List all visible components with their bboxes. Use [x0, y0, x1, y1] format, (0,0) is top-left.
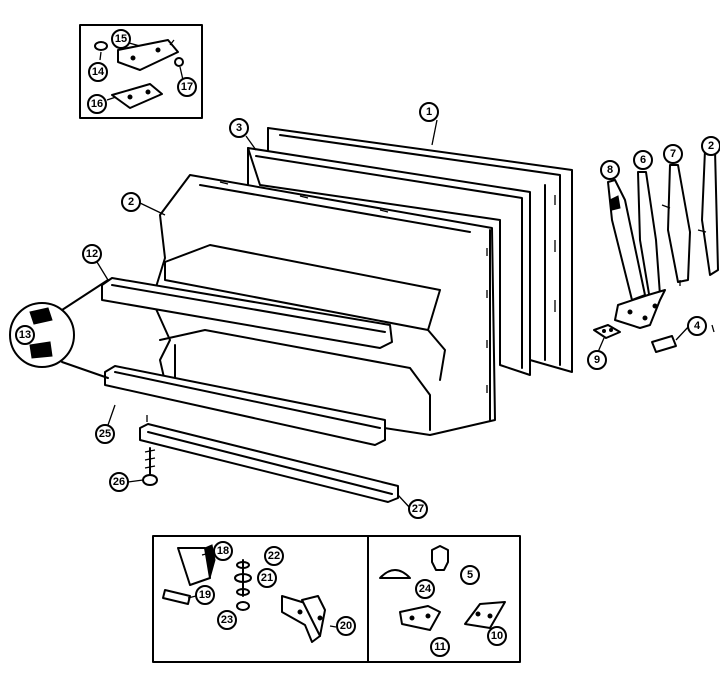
svg-text:11: 11	[434, 641, 446, 653]
door-gasket-frame	[247, 147, 531, 376]
callout-15: 15	[111, 29, 131, 49]
hardware-inset-left	[152, 535, 369, 663]
callout-23: 23	[217, 610, 237, 630]
callout-25: 25	[95, 424, 115, 444]
svg-text:20: 20	[340, 620, 352, 632]
svg-text:8: 8	[607, 164, 613, 176]
hinge-parts-inset	[79, 24, 203, 119]
svg-text:9: 9	[594, 354, 600, 366]
svg-text:17: 17	[181, 81, 193, 93]
callout-2: 2	[121, 192, 141, 212]
svg-text:15: 15	[115, 33, 127, 45]
callout-2-right: 2	[701, 136, 720, 156]
callout-21: 21	[257, 568, 277, 588]
callout-leaders	[96, 119, 691, 509]
svg-text:25: 25	[99, 428, 111, 440]
svg-text:23: 23	[221, 614, 233, 626]
callout-1: 1	[419, 102, 439, 122]
callout-12: 12	[82, 244, 102, 264]
callout-16: 16	[87, 94, 107, 114]
callout-20: 20	[336, 616, 356, 636]
callout-26: 26	[109, 472, 129, 492]
callout-11: 11	[430, 637, 450, 657]
svg-text:26: 26	[113, 476, 125, 488]
svg-text:19: 19	[199, 589, 211, 601]
svg-text:3: 3	[236, 122, 242, 134]
svg-text:13: 13	[19, 329, 31, 341]
svg-text:2: 2	[708, 140, 714, 152]
callout-18: 18	[213, 541, 233, 561]
callout-4: 4	[687, 316, 707, 336]
callout-13: 13	[15, 325, 35, 345]
callout-3: 3	[229, 118, 249, 138]
svg-text:5: 5	[467, 569, 473, 581]
callout-8: 8	[600, 160, 620, 180]
svg-text:12: 12	[86, 248, 98, 260]
shelf-retainer-bar-upper	[101, 277, 393, 349]
callout-10: 10	[487, 626, 507, 646]
callout-7: 7	[663, 144, 683, 164]
screw	[142, 447, 158, 486]
shelf-retainer-bar-lower	[104, 365, 386, 446]
callout-14: 14	[88, 62, 108, 82]
svg-text:22: 22	[268, 550, 280, 562]
hardware-inset-right	[367, 535, 521, 663]
door-handle-trim	[139, 415, 399, 503]
svg-text:2: 2	[128, 196, 134, 208]
svg-text:6: 6	[640, 154, 646, 166]
callout-9: 9	[587, 350, 607, 370]
end-cap-detail	[9, 279, 109, 379]
svg-text:7: 7	[670, 148, 676, 160]
callout-24: 24	[415, 579, 435, 599]
svg-text:4: 4	[694, 320, 701, 332]
svg-text:14: 14	[92, 66, 105, 78]
callout-22: 22	[264, 546, 284, 566]
callout-19: 19	[195, 585, 215, 605]
callout-5: 5	[460, 565, 480, 585]
callout-27: 27	[408, 499, 428, 519]
svg-text:1: 1	[426, 106, 432, 118]
svg-text:21: 21	[261, 572, 273, 584]
svg-text:27: 27	[412, 503, 424, 515]
inner-door-liner	[151, 174, 496, 436]
svg-text:16: 16	[91, 98, 103, 110]
callout-17: 17	[177, 77, 197, 97]
door-handle-parts	[593, 149, 719, 353]
callout-6: 6	[633, 150, 653, 170]
svg-text:10: 10	[491, 630, 503, 642]
svg-text:24: 24	[419, 583, 432, 595]
svg-text:18: 18	[217, 545, 229, 557]
